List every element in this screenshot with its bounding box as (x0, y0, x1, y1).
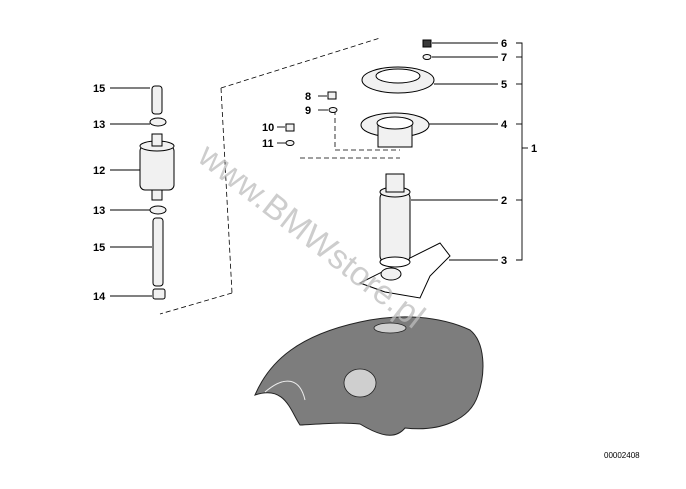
callout-10: 10 (262, 122, 274, 134)
callout-8: 8 (305, 91, 311, 103)
part-6-nut (422, 39, 432, 48)
tank-filler-opening (373, 322, 407, 334)
callout-9: 9 (305, 105, 311, 117)
tank-pump-opening (343, 368, 377, 398)
part-2-fuel-pump (379, 173, 411, 268)
callout-4: 4 (501, 119, 508, 131)
callout-15-upper: 15 (93, 83, 105, 95)
callout-11: 11 (262, 138, 274, 150)
part-5-clamping-ring (361, 66, 435, 94)
part-15-hose-lower (152, 217, 164, 287)
callout-12: 12 (93, 165, 105, 177)
part-13-clamp-upper (149, 117, 167, 127)
callout-7: 7 (501, 52, 507, 64)
callout-13-upper: 13 (93, 119, 105, 131)
leader-lines (110, 42, 528, 297)
callout-15-lower: 15 (93, 242, 105, 254)
part-8-nut (327, 91, 337, 100)
part-3-baffle (358, 242, 451, 299)
part-15-hose-upper (151, 85, 163, 115)
callout-13-lower: 13 (93, 205, 105, 217)
callout-6: 6 (501, 38, 507, 50)
assembly-boundary (159, 37, 400, 315)
document-number: 00002408 (604, 451, 640, 460)
callout-2: 2 (501, 195, 507, 207)
callout-3: 3 (501, 255, 507, 267)
part-13-clamp-lower (149, 205, 167, 215)
part-12-fuel-filter (139, 133, 175, 201)
callout-5: 5 (501, 79, 507, 91)
part-10-nut (285, 123, 295, 132)
fuel-tank (254, 316, 484, 436)
callout-1: 1 (531, 143, 537, 155)
part-14-clamp (152, 288, 166, 300)
part-11-washer (285, 140, 295, 146)
part-4-flange (360, 112, 430, 148)
callout-14: 14 (93, 291, 106, 303)
part-7-washer (422, 54, 432, 60)
part-9-washer (328, 107, 338, 113)
